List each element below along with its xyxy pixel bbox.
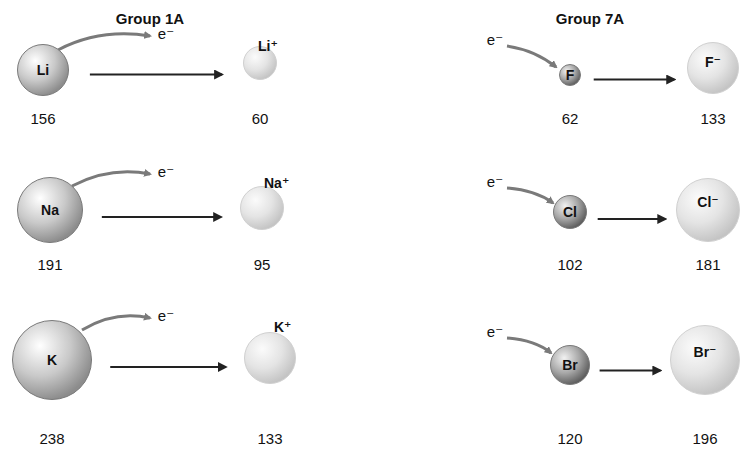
atom-sphere: Cl102 (553, 195, 587, 229)
atom-sphere: K238 (12, 320, 92, 400)
sphere-shape (240, 186, 284, 230)
element-symbol: Na⁺ (264, 175, 289, 191)
reaction-arrow (594, 79, 675, 81)
electron-label: e⁻ (158, 163, 174, 181)
radius-value: 62 (562, 110, 579, 128)
electron-arrow (507, 46, 556, 67)
element-symbol: K⁺ (274, 319, 292, 335)
element-symbol: Br (562, 357, 578, 373)
element-symbol: Li⁺ (258, 38, 278, 54)
electron-arrow (82, 316, 150, 330)
sphere-shape (244, 332, 296, 384)
electron-label: e⁻ (158, 307, 174, 325)
reaction-arrow (110, 366, 226, 368)
radius-value: 196 (692, 430, 717, 448)
radius-value: 95 (254, 256, 271, 274)
radius-value: 191 (37, 256, 62, 274)
reaction-arrow (600, 370, 661, 372)
ion-sphere: Na⁺95 (240, 186, 284, 230)
radius-value: 120 (557, 430, 582, 448)
radius-value: 156 (30, 110, 55, 128)
element-symbol: F (566, 67, 575, 83)
element-symbol: K (47, 352, 57, 368)
atom-sphere: Br120 (550, 345, 590, 385)
electron-label: e⁻ (487, 173, 503, 191)
ion-sphere: F⁻133 (687, 42, 739, 94)
electron-arrow (507, 188, 553, 203)
electron-arrow (58, 34, 150, 50)
radius-value: 102 (557, 256, 582, 274)
electron-label: e⁻ (487, 323, 503, 341)
radius-value: 133 (700, 110, 725, 128)
electron-label: e⁻ (158, 25, 174, 43)
ion-sphere: Li⁺60 (243, 46, 277, 80)
element-symbol: F⁻ (705, 54, 721, 70)
reaction-arrow (598, 218, 666, 220)
atom-sphere: F62 (559, 64, 581, 86)
element-symbol: Li (37, 62, 49, 78)
electron-label: e⁻ (487, 31, 503, 49)
sphere-shape (670, 325, 740, 395)
ion-sphere: Cl⁻181 (676, 178, 740, 242)
element-symbol: Cl⁻ (697, 194, 718, 210)
element-symbol: Cl (563, 204, 577, 220)
electron-arrow (507, 338, 551, 353)
radius-value: 181 (695, 256, 720, 274)
atom-sphere: Na191 (17, 177, 83, 243)
radius-value: 60 (252, 110, 269, 128)
element-symbol: Na (41, 202, 59, 218)
electron-arrow (72, 172, 150, 186)
group-heading: Group 1A (116, 10, 184, 27)
atom-sphere: Li156 (17, 44, 69, 96)
ion-sphere: K⁺133 (244, 332, 296, 384)
reaction-arrow (90, 74, 222, 76)
radius-value: 238 (39, 430, 64, 448)
sphere-shape (676, 178, 740, 242)
ion-sphere: Br⁻196 (670, 325, 740, 395)
radius-value: 133 (257, 430, 282, 448)
reaction-arrow (102, 216, 221, 218)
element-symbol: Br⁻ (694, 344, 717, 360)
group-heading: Group 7A (556, 10, 624, 27)
